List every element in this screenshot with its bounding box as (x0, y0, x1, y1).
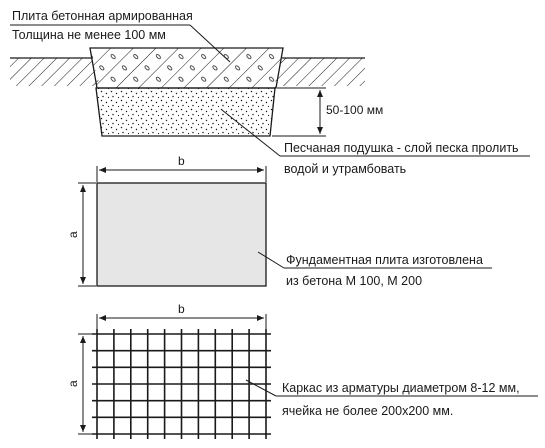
reinforcement-mesh (92, 329, 271, 439)
plate-label-line1: Фундаментная плита изготовлена (286, 253, 483, 267)
mesh-width-label: b (178, 302, 185, 316)
plate-height-label: a (66, 231, 80, 238)
slab-leader-line (189, 24, 231, 63)
sand-label-line1: Песчаная подушка - слой песка пролить (284, 141, 519, 155)
sand-label-line2: водой и утрамбовать (284, 162, 406, 176)
mesh-label-line1: Каркас из арматуры диаметром 8-12 мм, (282, 381, 520, 395)
mesh-leader-line (245, 379, 277, 397)
plate-width-label: b (178, 154, 185, 168)
soil-right (274, 58, 365, 86)
section-view: Плита бетонная армированная Толщина не м… (10, 9, 530, 176)
soil-left (10, 58, 100, 86)
mesh-height-label: a (66, 380, 80, 387)
mesh-label-line2: ячейка не более 200х200 мм. (282, 404, 453, 418)
foundation-plate (96, 182, 267, 287)
slab-label-line1: Плита бетонная армированная (12, 9, 193, 23)
sand-leader-line (221, 109, 281, 157)
plate-label-line2: из бетона М 100, М 200 (286, 274, 422, 288)
concrete-slab (89, 47, 284, 89)
plate-view: b a Фундаментная плита изготовлена из бе… (66, 154, 492, 288)
slab-label-line2: Толщина не менее 100 мм (12, 28, 166, 42)
sand-cushion (95, 87, 276, 137)
sand-depth-label: 50-100 мм (326, 103, 383, 117)
mesh-view: b a Каркас из арматуры диаметром 8-12 мм… (66, 302, 538, 439)
plate-leader-line (257, 251, 285, 269)
